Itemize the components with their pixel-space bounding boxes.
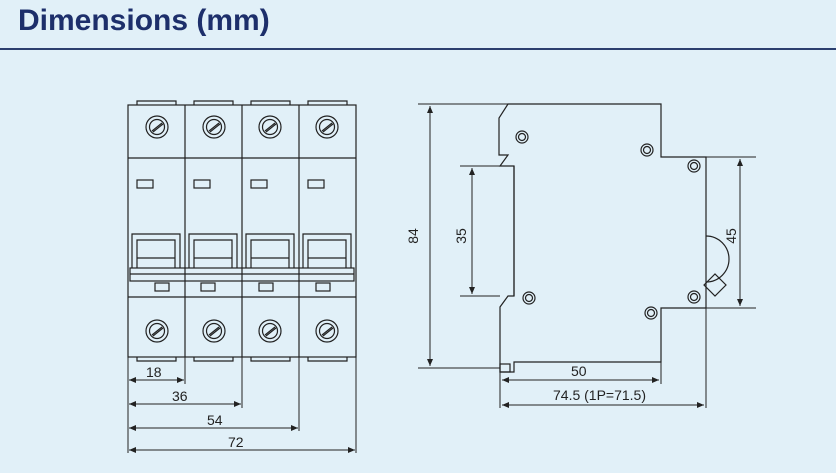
- toggle-handles: [131, 233, 352, 268]
- side-dimension-lines: [418, 103, 756, 408]
- header: Dimensions (mm): [0, 0, 836, 48]
- dim-84: 84: [405, 228, 421, 244]
- dim-45: 45: [723, 228, 739, 244]
- dim-36: 36: [172, 388, 188, 404]
- dim-35: 35: [453, 228, 469, 244]
- dim-74-5: 74.5 (1P=71.5): [553, 387, 646, 403]
- page-title: Dimensions (mm): [18, 4, 270, 37]
- front-dimension-lines: [127, 357, 357, 453]
- side-view: [498, 103, 730, 373]
- side-latch: [703, 273, 727, 297]
- title-underline: [0, 48, 836, 50]
- side-profile-outline: [498, 103, 707, 373]
- dim-18: 18: [146, 364, 162, 380]
- dim-54: 54: [207, 412, 223, 428]
- front-view: [127, 100, 357, 362]
- dim-50: 50: [571, 363, 587, 379]
- dim-72: 72: [228, 434, 244, 450]
- side-knob: [705, 235, 730, 283]
- side-holes: [515, 130, 701, 320]
